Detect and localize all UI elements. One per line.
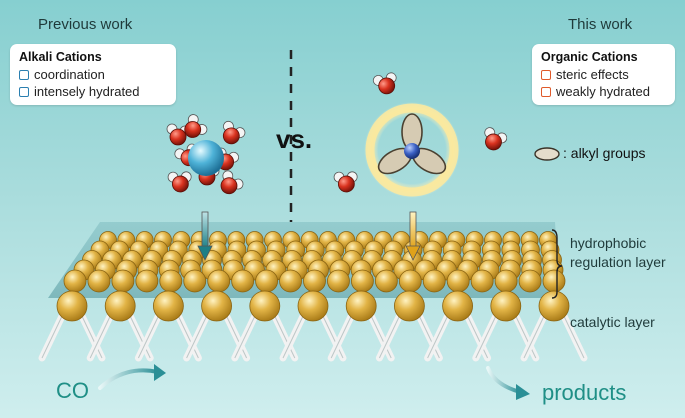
water-molecule	[184, 114, 208, 138]
vs-label: vs.	[276, 124, 313, 154]
gold-atom	[63, 269, 87, 293]
gold-atom	[87, 269, 111, 293]
organic-cations-box: Organic Cations steric effects weakly hy…	[532, 44, 675, 105]
list-item: coordination	[19, 67, 167, 82]
gold-atom	[446, 269, 470, 293]
gold-atom	[159, 269, 183, 293]
gold-atom	[104, 290, 136, 322]
gold-lattice	[56, 231, 570, 322]
co-label: CO	[56, 378, 89, 403]
products-label: products	[542, 380, 627, 405]
bullet-icon	[541, 69, 551, 80]
gold-atom	[279, 269, 302, 293]
gold-atom	[231, 269, 255, 293]
bullet-icon	[19, 86, 29, 97]
gold-atom	[297, 290, 329, 322]
gold-atom	[249, 290, 281, 322]
alkyl-legend-label: : alkyl groups	[563, 145, 646, 161]
water-molecule	[220, 170, 244, 195]
bullet-icon	[19, 69, 29, 80]
gold-atom	[152, 290, 184, 322]
gold-atom	[442, 290, 474, 322]
header-previous-work: Previous work	[38, 16, 133, 33]
gold-atom	[255, 269, 279, 293]
bullet-icon	[541, 86, 551, 97]
hydrophobic-label-line1: hydrophobic	[570, 235, 647, 251]
list-item: intensely hydrated	[19, 84, 167, 99]
water-molecule	[372, 72, 397, 95]
gold-atom	[542, 269, 566, 293]
gold-atom	[56, 290, 88, 322]
gold-atom	[207, 269, 231, 293]
gold-atom	[518, 269, 542, 293]
gold-atom	[183, 269, 207, 293]
gold-atom	[470, 269, 494, 293]
alkali-arrow	[197, 211, 213, 261]
header-this-work: This work	[568, 16, 633, 33]
organic-arrow	[405, 211, 421, 261]
list-item: weakly hydrated	[541, 84, 666, 99]
organic-cation	[364, 102, 460, 198]
alkali-cation-cluster	[166, 114, 246, 195]
gold-atom	[201, 290, 233, 322]
free-water-molecules	[333, 72, 508, 193]
water-molecule	[484, 127, 508, 151]
nitrogen-atom	[404, 143, 420, 159]
co-arrow	[98, 368, 160, 390]
gold-atom	[490, 290, 522, 322]
products-arrow	[486, 366, 522, 394]
support-rods	[38, 308, 588, 362]
gold-atom	[135, 269, 159, 293]
alkali-cation	[188, 140, 224, 176]
alkali-cations-box: Alkali Cations coordination intensely hy…	[10, 44, 176, 105]
layer-brace	[551, 229, 563, 299]
catalytic-label: catalytic layer	[570, 314, 655, 330]
water-molecule	[333, 171, 358, 193]
list-item: steric effects	[541, 67, 666, 82]
gold-atom	[538, 290, 570, 322]
alkali-cations-title: Alkali Cations	[19, 50, 102, 64]
organic-cations-title: Organic Cations	[541, 50, 638, 64]
gold-atom	[398, 269, 422, 293]
gold-atom	[393, 290, 425, 322]
gold-atom	[374, 269, 398, 293]
hydrophobic-label-line2: regulation layer	[570, 254, 666, 270]
alkyl-legend-icon	[534, 147, 560, 161]
gold-atom	[327, 269, 350, 293]
water-molecule	[167, 171, 192, 193]
water-molecule	[222, 120, 246, 145]
gold-atom	[111, 269, 135, 293]
gold-atom	[345, 290, 377, 322]
gold-atom	[350, 269, 374, 293]
gold-atom	[303, 269, 326, 293]
gold-atom	[422, 269, 446, 293]
gold-atom	[494, 269, 518, 293]
